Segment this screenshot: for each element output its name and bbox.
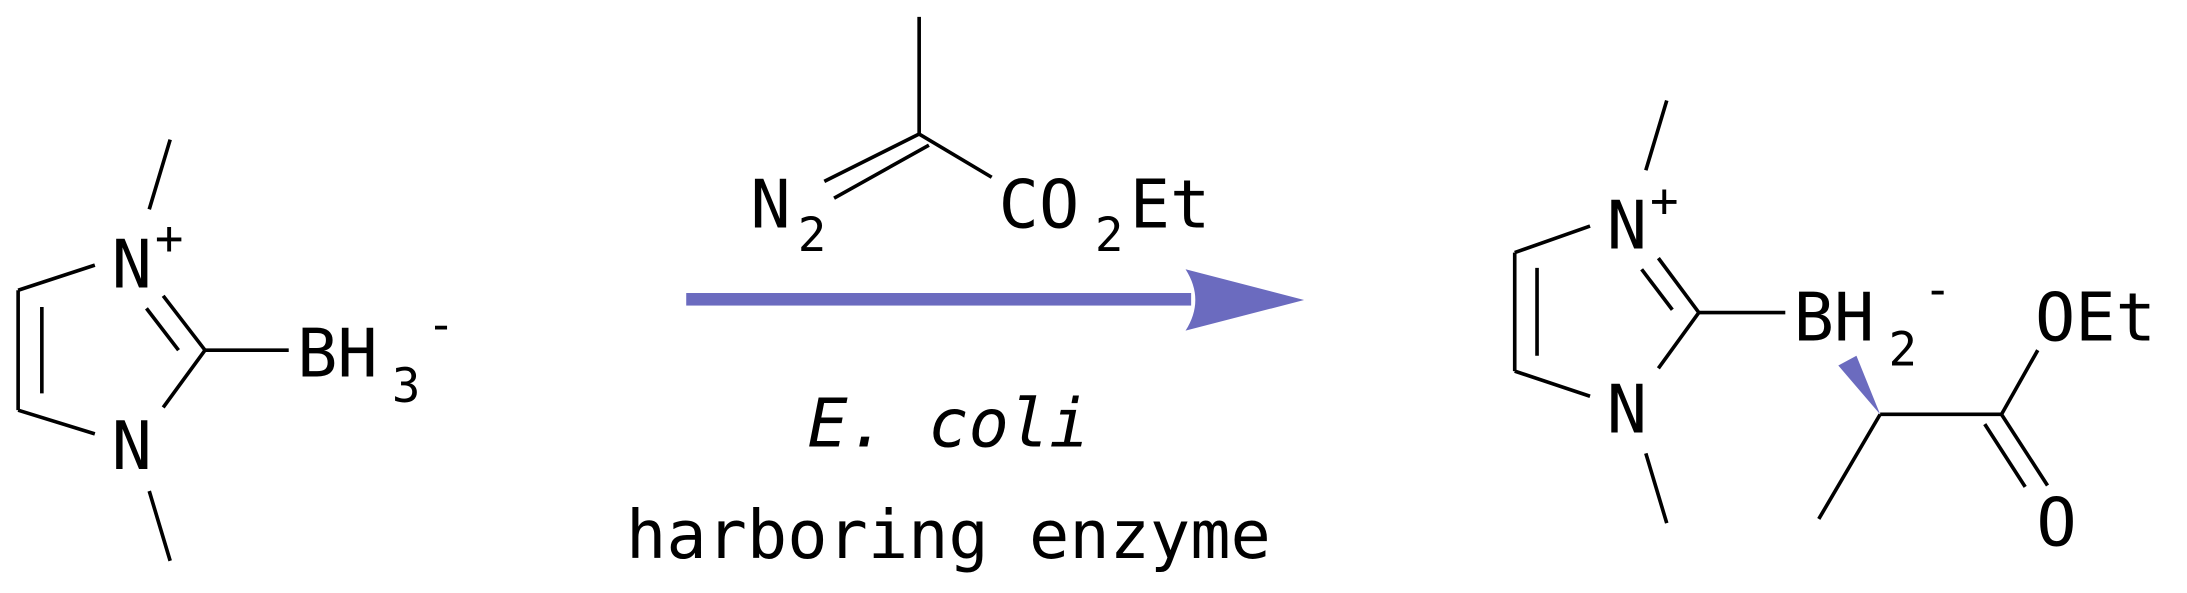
ester-et: Et <box>1130 165 1211 243</box>
bond <box>147 139 172 210</box>
atom-n: N <box>1607 370 1647 448</box>
carbonyl-o: O <box>2036 483 2076 561</box>
bond <box>1656 311 1701 370</box>
bond <box>823 132 920 184</box>
atom-bh3: BH <box>297 315 378 393</box>
diazo-reagent: N 2 CO 2 Et <box>750 16 1211 263</box>
bond <box>1514 369 1591 398</box>
product-molecule: N + N BH 2 - OEt O <box>1512 100 2156 561</box>
bond <box>1656 257 1701 314</box>
organism-label: E. coli <box>807 384 1089 462</box>
enzyme-label: harboring enzyme <box>626 496 1271 574</box>
bond <box>1644 452 1669 524</box>
bond <box>1817 413 1882 520</box>
reaction-arrow <box>686 269 1305 331</box>
bond <box>147 490 172 562</box>
atom-n-plus: N <box>112 225 152 303</box>
ester-co: CO <box>999 165 1080 243</box>
charge-minus: - <box>427 297 456 352</box>
bond <box>145 307 180 352</box>
charge-plus: + <box>155 211 184 266</box>
reactant-molecule: N + N BH 3 - <box>16 139 456 562</box>
bond <box>1983 423 2027 488</box>
stereo-wedge <box>1838 355 1881 415</box>
ester-oet: OEt <box>2035 278 2156 356</box>
bond <box>1999 349 2040 416</box>
bond <box>833 143 930 200</box>
subscript-3: 3 <box>392 359 421 414</box>
bond <box>17 263 96 292</box>
subscript-2: 2 <box>1095 208 1124 263</box>
bond <box>1644 100 1669 171</box>
subscript-2: 2 <box>1889 323 1918 378</box>
bond <box>1999 413 2050 487</box>
bond <box>17 408 96 436</box>
atom-n2: N <box>750 165 790 243</box>
atom-n: N <box>112 407 152 485</box>
bond <box>1514 224 1591 255</box>
atom-bh2: BH <box>1794 278 1875 356</box>
atom-n-plus: N <box>1607 186 1647 264</box>
charge-minus: - <box>1923 263 1952 318</box>
bond <box>918 132 993 179</box>
svg-text:N: N <box>112 225 152 303</box>
bond <box>1640 268 1674 311</box>
bond <box>161 349 207 409</box>
subscript-2: 2 <box>798 208 827 263</box>
charge-plus: + <box>1650 173 1679 228</box>
bond <box>161 294 207 352</box>
